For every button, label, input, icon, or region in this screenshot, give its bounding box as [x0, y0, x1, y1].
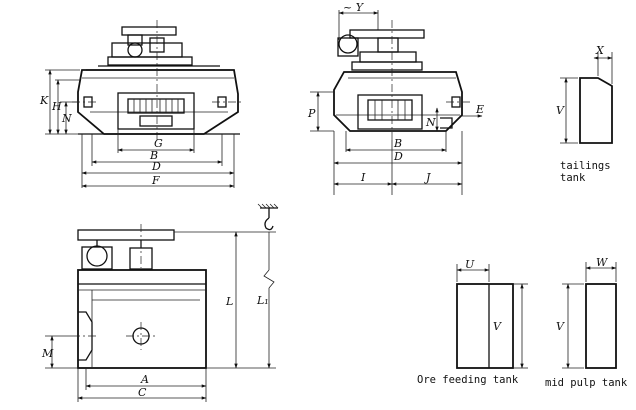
- elevation-view: L L₁ M A C: [41, 203, 279, 402]
- dim-label-F: F: [151, 174, 160, 187]
- dim-label-Y: ~ Y: [343, 1, 365, 14]
- dim-label-D-front: D: [151, 160, 161, 173]
- dim-label-J: J: [424, 171, 431, 184]
- dim-label-E: E: [475, 103, 484, 116]
- dim-label-V-tailings: V: [556, 104, 565, 117]
- tailings-tank-caption-line2: tank: [560, 172, 586, 184]
- tailings-tank-view: X V tailings tank: [556, 44, 613, 184]
- dim-label-G: G: [154, 137, 163, 150]
- dim-label-P: P: [307, 107, 316, 120]
- front-view: K H N G B D F: [39, 20, 242, 188]
- dim-label-M: M: [41, 347, 54, 360]
- dim-label-B-front: B: [149, 149, 158, 162]
- dim-label-U: U: [465, 258, 475, 271]
- dim-label-L1: L₁: [256, 294, 269, 307]
- dim-label-D-side: D: [393, 150, 403, 163]
- mid-pulp-tank-caption: mid pulp tank: [545, 377, 628, 389]
- dim-label-X: X: [595, 44, 605, 57]
- dim-label-L: L: [225, 295, 233, 308]
- dim-label-K: K: [39, 94, 49, 107]
- dim-label-I: I: [360, 171, 366, 184]
- dim-label-N-front: N: [61, 112, 72, 125]
- dim-label-V-ore: V: [493, 320, 502, 333]
- dim-label-H: H: [51, 100, 62, 113]
- ore-feeding-tank-caption: Ore feeding tank: [417, 374, 519, 386]
- ore-feeding-tank-view: U V Ore feeding tank: [417, 258, 528, 386]
- mid-pulp-tank-view: W V mid pulp tank: [545, 256, 628, 389]
- dim-label-W: W: [596, 256, 609, 269]
- dim-label-V-mid: V: [556, 320, 565, 333]
- dim-label-N-side: N: [425, 116, 436, 129]
- tailings-tank-caption-line1: tailings: [560, 160, 611, 172]
- dim-label-B-side: B: [393, 137, 402, 150]
- side-view: ~ Y P: [307, 1, 484, 195]
- dim-label-C: C: [138, 386, 147, 399]
- dim-label-A: A: [140, 373, 149, 386]
